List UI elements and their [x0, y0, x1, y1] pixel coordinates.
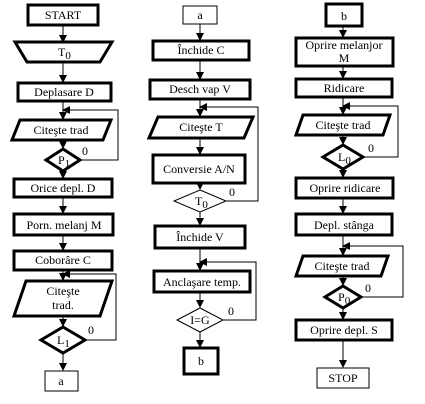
citeste-trad3-label: Citeşte trad — [316, 118, 371, 132]
orice-depl-label: Orice depl. D — [31, 181, 96, 195]
l0-loop-line — [342, 102, 399, 158]
stop-label: STOP — [328, 371, 357, 385]
anclasare-label: Anclaşare temp. — [163, 275, 241, 289]
ridicare-block — [294, 77, 394, 99]
p1-label: P1 — [58, 153, 70, 170]
ig-zero-label: 0 — [228, 304, 234, 318]
desch-vap-label: Desch vap V — [169, 82, 231, 96]
citeste2-line2: trad. — [52, 298, 74, 312]
citeste-trad4-label: Citeşte trad — [315, 259, 370, 273]
column-2: a Închide C Desch vap V Citeşte T Conver… — [146, 5, 259, 376]
inchide-c-block — [151, 39, 251, 62]
porn-melanj-label: Porn. melanj M — [27, 218, 102, 232]
t0-zero-label: 0 — [229, 185, 235, 199]
connector-a-in-label: a — [197, 8, 203, 22]
citeste-t-label: Citeşte T — [179, 120, 223, 134]
connector-a-out — [44, 370, 79, 392]
oprire-ridicare-label: Oprire ridicare — [310, 181, 381, 195]
conversie-label: Conversie A/N — [163, 162, 235, 176]
ig-label: I=G — [190, 313, 210, 327]
conversie-block — [151, 153, 247, 185]
p0-zero-label: 0 — [365, 281, 371, 295]
oprire-melanjor-line2: M — [339, 51, 350, 65]
connector-b-in-label: b — [341, 9, 347, 23]
t0-decision-label: T0 — [195, 194, 208, 211]
l1-zero-label: 0 — [88, 323, 94, 337]
column-3: b Oprire melanjor M Ridicare Citeşte tra… — [293, 2, 404, 389]
ig-loop-line — [199, 258, 257, 321]
depl-stanga-label: Depl. stânga — [314, 218, 375, 232]
inchide-c-label: Închide C — [178, 43, 225, 57]
t0-input-block — [12, 40, 115, 64]
start-label: START — [45, 8, 82, 22]
connector-a-out-label: a — [58, 374, 64, 388]
coborare-label: Coborâre C — [35, 253, 91, 267]
citeste-trad2-input — [11, 279, 115, 318]
anclasare-block — [152, 269, 252, 294]
p0-label: P0 — [338, 290, 351, 307]
stop-terminal — [316, 367, 370, 389]
p1-loop-line — [62, 106, 119, 161]
citeste-t-input — [146, 115, 256, 140]
column-1: START T0 Deplasare D Citeşte trad P1 0 O… — [9, 3, 119, 392]
l1-label: L1 — [57, 333, 70, 350]
oprire-depl-block — [294, 318, 394, 342]
p1-zero-label: 0 — [82, 144, 88, 158]
connector-b-out — [182, 346, 220, 376]
citeste-trad-input — [9, 118, 114, 142]
oprire-depl-label: Oprire depl. S — [310, 323, 378, 337]
deplasare-block — [16, 81, 113, 103]
t0-label: T0 — [58, 45, 71, 62]
l1-loop-line — [62, 270, 117, 341]
inchide-v-label: Închide V — [176, 230, 224, 244]
p0-loop-line — [342, 242, 404, 298]
l0-label: L0 — [338, 150, 351, 167]
oprire-melanjor-line1: Oprire melanjor — [306, 38, 383, 52]
oprire-ridicare-block — [294, 176, 395, 200]
deplasare-label: Deplasare D — [34, 85, 94, 99]
connector-b-out-label: b — [198, 354, 204, 368]
connector-b-in — [324, 2, 364, 28]
citeste-trad3-input — [293, 113, 393, 137]
depl-stanga-block — [294, 212, 394, 237]
t0-loop-line — [199, 103, 259, 202]
citeste-trad4-input — [293, 254, 391, 278]
citeste-trad-label: Citeşte trad — [34, 123, 89, 137]
ridicare-label: Ridicare — [324, 81, 365, 95]
l0-zero-label: 0 — [368, 141, 374, 155]
citeste2-line1: Citeşte — [46, 284, 79, 298]
oprire-melanjor-block — [294, 36, 395, 68]
